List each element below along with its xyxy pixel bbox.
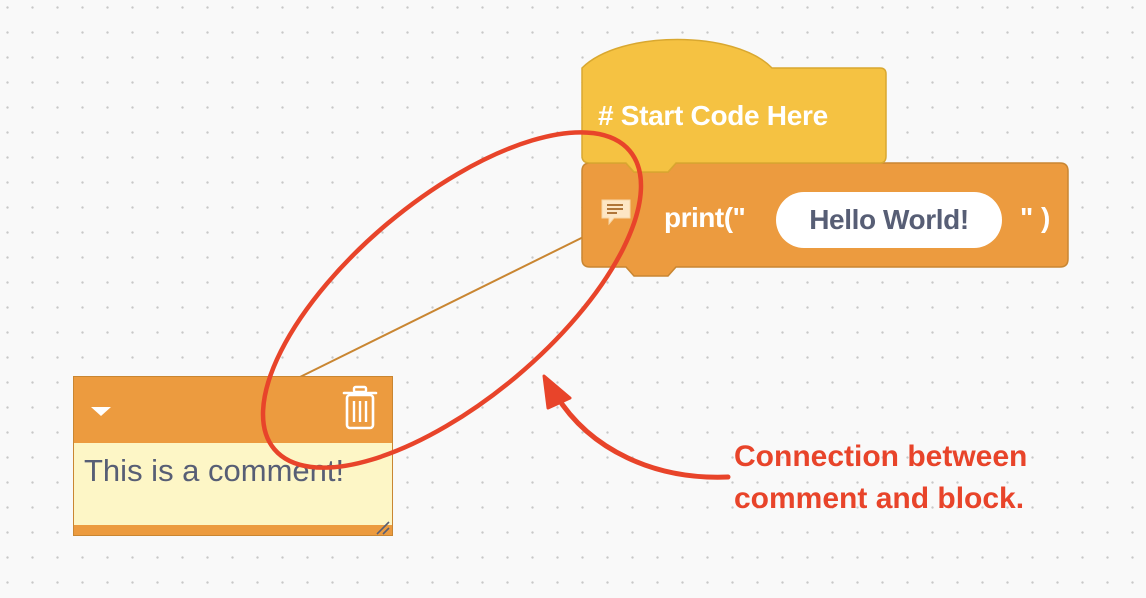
comment-icon[interactable] (600, 198, 632, 226)
resize-handle-icon[interactable] (374, 519, 390, 535)
comment-connection-line (299, 213, 631, 378)
hat-block-label: # Start Code Here (598, 100, 828, 131)
print-block-suffix: " ) (1020, 202, 1051, 233)
annotation-arrow (553, 392, 731, 480)
trash-icon[interactable] (342, 385, 378, 431)
comment-header[interactable] (74, 377, 392, 443)
comment-footer (74, 525, 392, 535)
string-input[interactable]: Hello World! (776, 192, 1002, 248)
comment-textarea[interactable]: This is a comment! (84, 453, 345, 488)
annotation-caption: Connection between comment and block. (734, 436, 1134, 520)
annotation-line-1: Connection between (734, 440, 1028, 473)
print-block-prefix: print(" (664, 202, 746, 233)
comment-box[interactable]: This is a comment! (73, 376, 393, 536)
annotation-line-2: comment and block. (734, 482, 1025, 515)
annotation-arrowhead-icon (542, 374, 572, 410)
caret-down-icon[interactable] (88, 403, 114, 419)
